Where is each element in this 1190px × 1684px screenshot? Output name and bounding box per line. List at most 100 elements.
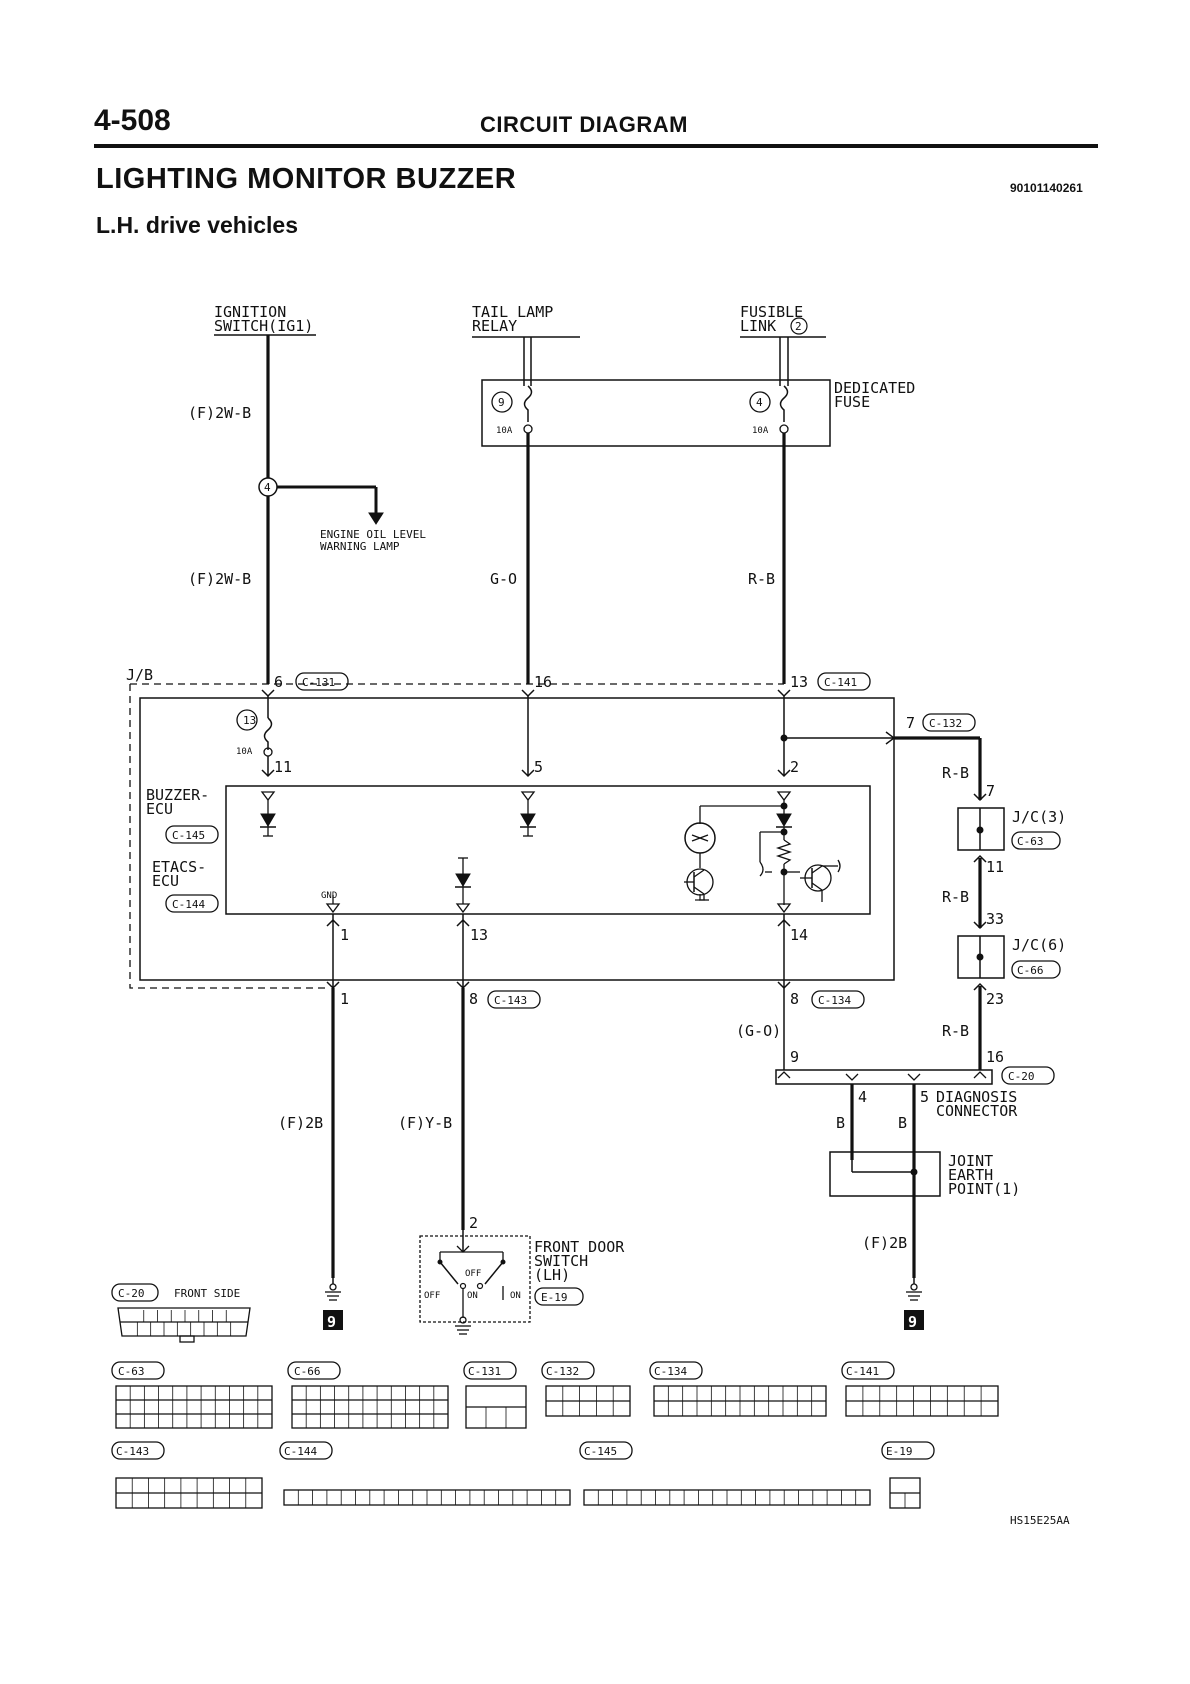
fuse-b-number: 4	[756, 396, 763, 409]
pin-8-left: 8	[469, 990, 478, 1008]
connector-e19-face-label: E-19	[886, 1445, 913, 1458]
wire-label-f2b-right: (F)2B	[862, 1234, 907, 1252]
wire-label-2w-b-lower: (F)2W-B	[188, 570, 251, 588]
pin-23: 23	[986, 990, 1004, 1008]
pin-4: 4	[858, 1088, 867, 1106]
connector-c20-ref: C-20	[1008, 1070, 1035, 1083]
fuse-a-rating: 10A	[496, 426, 513, 436]
pin-16: 16	[534, 673, 552, 691]
figure-code: HS15E25AA	[1010, 1514, 1070, 1527]
wire-label-r-b-2: R-B	[942, 764, 969, 782]
jc3-label: J/C(3)	[1012, 808, 1066, 826]
section-title: CIRCUIT DIAGRAM	[480, 112, 688, 137]
etacs-ecu-label-1: ETACS-	[152, 858, 206, 876]
pin-9: 9	[790, 1048, 799, 1066]
connector-c20-front-side: FRONT SIDE	[174, 1287, 240, 1300]
connector-c66-ref: C-66	[1017, 964, 1044, 977]
page-subtitle: L.H. drive vehicles	[96, 212, 298, 238]
connector-c132-face-label: C-132	[546, 1365, 579, 1378]
pin-7-jc: 7	[986, 782, 995, 800]
connector-c143-face-label: C-143	[116, 1445, 149, 1458]
jc6-label: J/C(6)	[1012, 936, 1066, 954]
document-id: 90101140261	[1010, 181, 1083, 195]
connector-c20-face-label: C-20	[118, 1287, 145, 1300]
wire-label-r-b: R-B	[748, 570, 775, 588]
pin-11: 11	[274, 758, 292, 776]
earth-label-1: JOINT	[948, 1152, 993, 1170]
connector-c66-face-label: C-66	[294, 1365, 321, 1378]
wire-label-b-1: B	[836, 1114, 845, 1132]
connector-c141-face-label: C-141	[846, 1365, 879, 1378]
tail-lamp-label-1: TAIL LAMP	[472, 303, 553, 321]
engine-oil-label-2: WARNING LAMP	[320, 540, 400, 553]
pin-1-lower: 1	[340, 990, 349, 1008]
gnd-label: GND	[321, 891, 337, 901]
door-switch-label-1: FRONT DOOR	[534, 1238, 625, 1256]
jb-fuse-number: 13	[243, 714, 256, 727]
pin-2-switch: 2	[469, 1214, 478, 1232]
buzzer-ecu-label-1: BUZZER-	[146, 786, 209, 804]
pin-2: 2	[790, 758, 799, 776]
diagnosis-label-2: CONNECTOR	[936, 1102, 1018, 1120]
pin-14: 14	[790, 926, 808, 944]
fusible-number-circle	[790, 317, 808, 335]
fusible-label-1: FUSIBLE	[740, 303, 803, 321]
fuse-b-rating: 10A	[752, 426, 769, 436]
wire-label-g-o-paren: (G-O)	[736, 1022, 781, 1040]
pin-11-jc: 11	[986, 858, 1004, 876]
ignition-label-1: IGNITION	[214, 303, 286, 321]
door-switch-label-2: SWITCH	[534, 1252, 588, 1270]
wire-label-2w-b-upper: (F)2W-B	[188, 404, 251, 422]
page-title: LIGHTING MONITOR BUZZER	[96, 163, 517, 195]
pin-5-diag: 5	[920, 1088, 929, 1106]
switch-on-right: ON	[510, 1291, 521, 1301]
switch-off-mid: OFF	[465, 1269, 481, 1279]
pin-33: 33	[986, 910, 1004, 928]
dedicated-fuse-label-2: FUSE	[834, 393, 870, 411]
connector-c145-ref: C-145	[172, 829, 205, 842]
fuse-a-number: 9	[498, 396, 505, 409]
pin-13-lower: 13	[470, 926, 488, 944]
header-rule	[94, 144, 1098, 148]
connector-c63-ref: C-63	[1017, 835, 1044, 848]
connector-c134-face-label: C-134	[654, 1365, 687, 1378]
pin-5: 5	[534, 758, 543, 776]
wire-label-r-b-4: R-B	[942, 1022, 969, 1040]
earth-label-2: EARTH	[948, 1166, 993, 1184]
connector-c134-ref: C-134	[818, 994, 851, 1007]
pin-16-diag: 16	[986, 1048, 1004, 1066]
ground-left-number: 9	[327, 1313, 336, 1331]
connector-c143-ref: C-143	[494, 994, 527, 1007]
engine-oil-label-1: ENGINE OIL LEVEL	[320, 528, 426, 541]
connector-c132: C-132	[929, 717, 962, 730]
buzzer-ecu-label-2: ECU	[146, 800, 173, 818]
door-switch-label-3: (LH)	[534, 1266, 570, 1284]
connector-c144-ref: C-144	[172, 898, 205, 911]
pin-8-right: 8	[790, 990, 799, 1008]
junction-number: 4	[264, 481, 271, 494]
page-number: 4-508	[94, 104, 171, 137]
switch-on-mid: ON	[467, 1291, 478, 1301]
pin-7: 7	[906, 714, 915, 732]
switch-off-left: OFF	[424, 1291, 440, 1301]
wire-label-g-o: G-O	[490, 570, 517, 588]
tail-lamp-label-2: RELAY	[472, 317, 517, 335]
ground-right-number: 9	[908, 1313, 917, 1331]
connector-c144-face-label: C-144	[284, 1445, 317, 1458]
connector-c141: C-141	[824, 676, 857, 689]
dedicated-fuse-label-1: DEDICATED	[834, 379, 915, 397]
fusible-number: 2	[795, 320, 802, 333]
connector-e19-ref: E-19	[541, 1291, 568, 1304]
pin-1-upper: 1	[340, 926, 349, 944]
pin-6: 6	[274, 673, 283, 691]
pin-13-top: 13	[790, 673, 808, 691]
connector-c63-face-label: C-63	[118, 1365, 145, 1378]
jb-fuse-rating: 10A	[236, 747, 253, 757]
jb-label: J/B	[126, 666, 153, 684]
connector-c131: C-131	[302, 676, 335, 689]
ignition-label-2: SWITCH(IG1)	[214, 317, 313, 335]
wire-label-b-2: B	[898, 1114, 907, 1132]
fusible-label-2: LINK	[740, 317, 776, 335]
earth-label-3: POINT(1)	[948, 1180, 1020, 1198]
